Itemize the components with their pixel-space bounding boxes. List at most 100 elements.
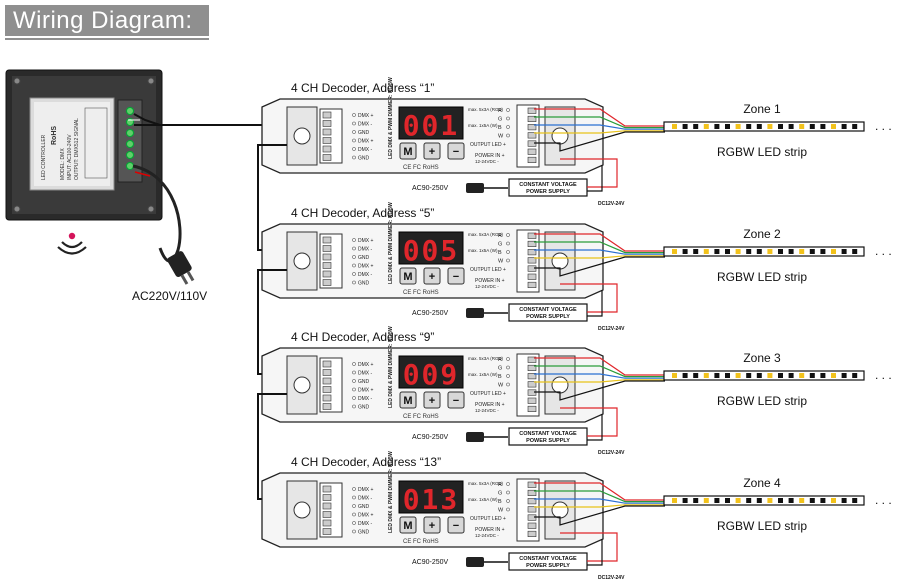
decoder-display bbox=[398, 480, 464, 514]
decoder-pin-label: DMX - bbox=[358, 147, 373, 153]
decoder-title: 4 CH Decoder, Address “9” bbox=[291, 330, 434, 344]
decoder-terminal-pin bbox=[322, 394, 332, 402]
decoder-button bbox=[447, 267, 465, 285]
decoder-terminal-pin bbox=[322, 519, 332, 527]
decoder-terminal-pin bbox=[527, 381, 537, 388]
decoder-pin-dot bbox=[506, 382, 510, 387]
decoder-output-label: G bbox=[498, 242, 502, 248]
decoder-certs: CE FC RoHS bbox=[403, 165, 439, 171]
decoder-terminal-pin bbox=[322, 262, 332, 269]
decoder-terminal-pin bbox=[322, 270, 332, 278]
decoder-button-label: M bbox=[403, 520, 412, 532]
decoder-2: 4 CH Decoder, Address “5”DMX +DMX -GNDDM… bbox=[257, 202, 892, 375]
zone-label: Zone 2 bbox=[743, 227, 781, 241]
decoder-output-led: OUTPUT LED + bbox=[470, 142, 506, 148]
decoder-button-label: − bbox=[453, 395, 459, 407]
decoder-max-rgb: max. 5x3A (RGB) bbox=[468, 356, 504, 361]
led-chip bbox=[756, 124, 762, 129]
led-chip bbox=[714, 498, 720, 503]
zone-label: Zone 1 bbox=[743, 102, 781, 116]
ac-plug-icon bbox=[466, 557, 484, 567]
decoder-pin-dot bbox=[352, 396, 356, 400]
output-wire-common bbox=[534, 256, 665, 277]
decoder-terminal-pin bbox=[322, 528, 332, 535]
led-chip bbox=[756, 498, 762, 503]
led-chip bbox=[820, 373, 826, 378]
decoder-screw-left bbox=[293, 252, 311, 270]
led-chip bbox=[852, 124, 858, 129]
decoder-output-label: W bbox=[498, 259, 504, 265]
decoder-pin-dot bbox=[352, 504, 356, 508]
led-chip bbox=[693, 249, 699, 254]
output-wire bbox=[534, 498, 665, 504]
decoder-screw-left bbox=[293, 127, 311, 145]
wireless-remote-icon bbox=[57, 232, 87, 255]
led-chip bbox=[746, 124, 752, 129]
decoder-button-label: + bbox=[429, 146, 435, 158]
led-chip bbox=[852, 498, 858, 503]
decoder-group: 4 CH Decoder, Address “1”DMX +DMX -GNDDM… bbox=[257, 77, 892, 581]
decoder-display bbox=[398, 355, 464, 389]
decoder-pin-dot bbox=[352, 113, 356, 117]
decoder-terminal-pin bbox=[527, 397, 537, 404]
decoder-max-w: max. 1x5A (W) bbox=[468, 123, 498, 128]
led-chip bbox=[767, 124, 773, 129]
led-chip bbox=[841, 124, 847, 129]
decoder-power-in: POWER IN + bbox=[475, 153, 505, 159]
led-chip bbox=[693, 124, 699, 129]
led-chip bbox=[820, 498, 826, 503]
psu-label-2: POWER SUPPLY bbox=[526, 314, 570, 320]
decoder-output-label: G bbox=[498, 117, 502, 123]
decoder-button bbox=[423, 142, 441, 160]
ac-input-label: AC90-250V bbox=[412, 185, 449, 192]
led-chip bbox=[778, 249, 783, 254]
decoder-pin-dot bbox=[352, 521, 356, 525]
decoder-output-led: OUTPUT LED + bbox=[470, 516, 506, 522]
dmx-controller-panel: LED CONTROLLER RoHS MODEL: DMX INPUT: AC… bbox=[5, 69, 163, 221]
output-wire bbox=[534, 379, 665, 383]
led-chip bbox=[725, 249, 730, 254]
led-chip bbox=[799, 124, 805, 129]
led-chip bbox=[820, 124, 826, 129]
decoder-4: 4 CH Decoder, Address “13”DMX +DMX -GNDD… bbox=[261, 451, 892, 581]
decoder-terminal-pin bbox=[527, 232, 537, 239]
decoder-pin-label: GND bbox=[358, 504, 370, 510]
decoder-pin-dot bbox=[352, 263, 356, 268]
output-wire-common bbox=[534, 131, 665, 152]
decoder-3: 4 CH Decoder, Address “9”DMX +DMX -GNDDM… bbox=[257, 326, 892, 500]
decoder-max-rgb: max. 5x3A (RGB) bbox=[468, 232, 504, 237]
led-chip bbox=[767, 373, 773, 378]
decoder-terminal-pin bbox=[527, 522, 537, 529]
decoder-terminal-pin bbox=[527, 281, 537, 289]
decoder-pin-dot bbox=[352, 246, 356, 251]
controller-input: INPUT: AC100-240V bbox=[67, 134, 73, 180]
decoder-output-label: B bbox=[498, 499, 502, 505]
decoder-pin-dot bbox=[352, 495, 356, 500]
led-chip bbox=[809, 124, 815, 129]
decoder-pin-dot bbox=[506, 490, 510, 495]
ac-plug-icon bbox=[466, 308, 484, 318]
ac-input-label: AC220V/110V bbox=[132, 289, 207, 303]
led-chip bbox=[746, 249, 752, 254]
zone-label: Zone 3 bbox=[743, 351, 781, 365]
ac-input-label: AC90-250V bbox=[412, 559, 449, 566]
output-wire bbox=[534, 490, 665, 503]
decoder-output-label: R bbox=[498, 108, 502, 114]
decoder-address-readout: 001 bbox=[403, 109, 460, 142]
decoder-button-label: + bbox=[429, 271, 435, 283]
led-chip bbox=[725, 498, 730, 503]
led-chip bbox=[746, 498, 752, 503]
decoder-power-in: POWER IN + bbox=[475, 527, 505, 533]
ac-plug-icon bbox=[466, 183, 484, 193]
decoder-button bbox=[447, 142, 465, 160]
strip-ellipsis: . . . bbox=[875, 368, 892, 382]
psu-label-2: POWER SUPPLY bbox=[526, 563, 570, 569]
output-wire bbox=[534, 116, 665, 129]
decoder-pin-dot bbox=[506, 365, 510, 370]
decoder-pin-dot bbox=[352, 529, 356, 534]
decoder-terminal-pin bbox=[322, 236, 332, 244]
decoder-power-in: POWER IN + bbox=[475, 402, 505, 408]
output-wire bbox=[534, 108, 665, 127]
decoder-output-label: W bbox=[498, 134, 504, 140]
